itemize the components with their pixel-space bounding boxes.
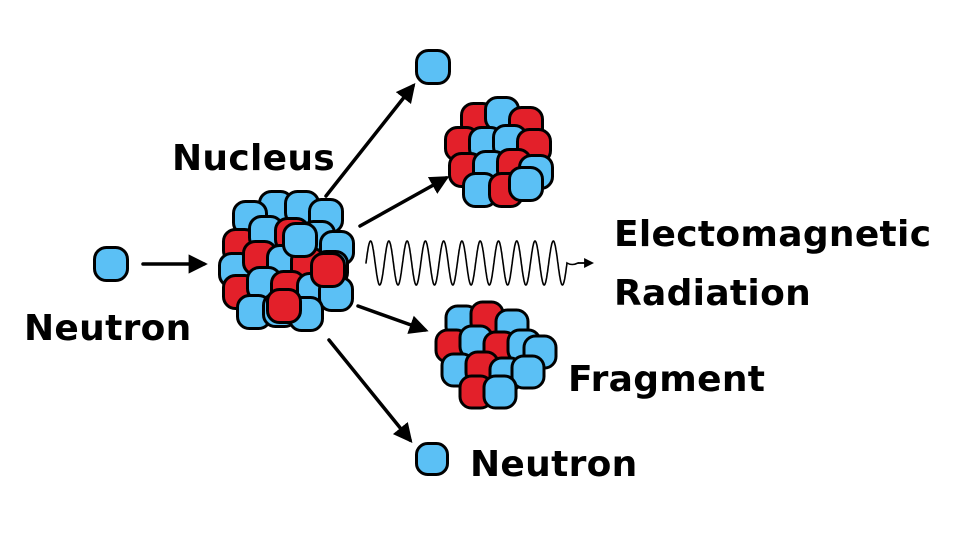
- nucleus-label: Nucleus: [172, 138, 336, 179]
- outgoing-neutron-bottom-icon: [415, 442, 449, 476]
- outgoing-neutron-label: Neutron: [470, 444, 638, 485]
- radiation-label-line2: Radiation: [614, 273, 812, 314]
- incoming-neutron-icon: [93, 246, 129, 282]
- fragment-bottom-icon: [434, 300, 558, 410]
- fragment-label: Fragment: [568, 359, 766, 400]
- radiation-label-line1: Electomagnetic: [614, 214, 932, 255]
- nucleus-icon: [218, 190, 355, 332]
- arrow-to-bottom-neutron: [327, 338, 413, 443]
- incoming-neutron-label: Neutron: [24, 308, 192, 349]
- arrow-to-top-fragment: [358, 176, 450, 228]
- arrow-to-bottom-fragment: [356, 304, 429, 334]
- sine-wave-icon: [365, 240, 579, 286]
- arrow-to-top-neutron: [324, 82, 416, 198]
- fragment-top-icon: [444, 96, 554, 208]
- outgoing-neutron-top-icon: [415, 49, 451, 85]
